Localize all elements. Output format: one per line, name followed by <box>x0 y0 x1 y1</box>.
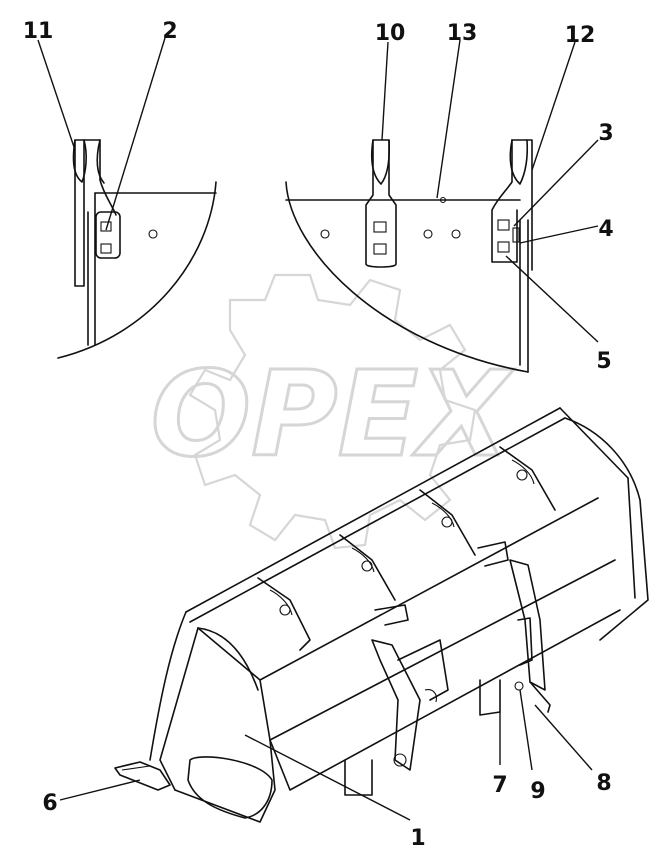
leader-10 <box>381 41 389 141</box>
callout-4: 4 <box>598 217 613 242</box>
watermark-text: OPEX <box>151 345 514 483</box>
leader-2 <box>105 37 166 231</box>
leader-lines <box>37 37 599 821</box>
leader-3 <box>513 139 599 227</box>
bucket-assembly <box>114 407 649 823</box>
leader-8 <box>534 704 593 771</box>
top-detail-view <box>57 139 533 373</box>
callout-labels: 1 2 3 4 5 6 7 8 9 10 11 12 13 <box>23 19 614 851</box>
callout-3: 3 <box>598 121 613 146</box>
leader-13 <box>436 39 461 199</box>
callout-12: 12 <box>565 23 596 48</box>
leader-5 <box>505 255 599 343</box>
callout-8: 8 <box>596 771 611 796</box>
callout-5: 5 <box>596 349 611 374</box>
callout-6: 6 <box>42 791 57 816</box>
callout-13: 13 <box>447 21 478 46</box>
callout-10: 10 <box>375 21 406 46</box>
leader-11 <box>37 39 76 151</box>
callout-1: 1 <box>410 826 425 851</box>
watermark-gear: OPEX <box>149 273 516 550</box>
leader-6 <box>59 779 141 801</box>
callout-2: 2 <box>162 19 177 44</box>
leader-9 <box>519 689 533 771</box>
callout-11: 11 <box>23 19 54 44</box>
leader-1 <box>244 734 411 821</box>
callout-9: 9 <box>530 779 545 804</box>
leader-12 <box>531 41 576 171</box>
leader-4 <box>519 225 599 244</box>
callout-7: 7 <box>492 773 507 798</box>
